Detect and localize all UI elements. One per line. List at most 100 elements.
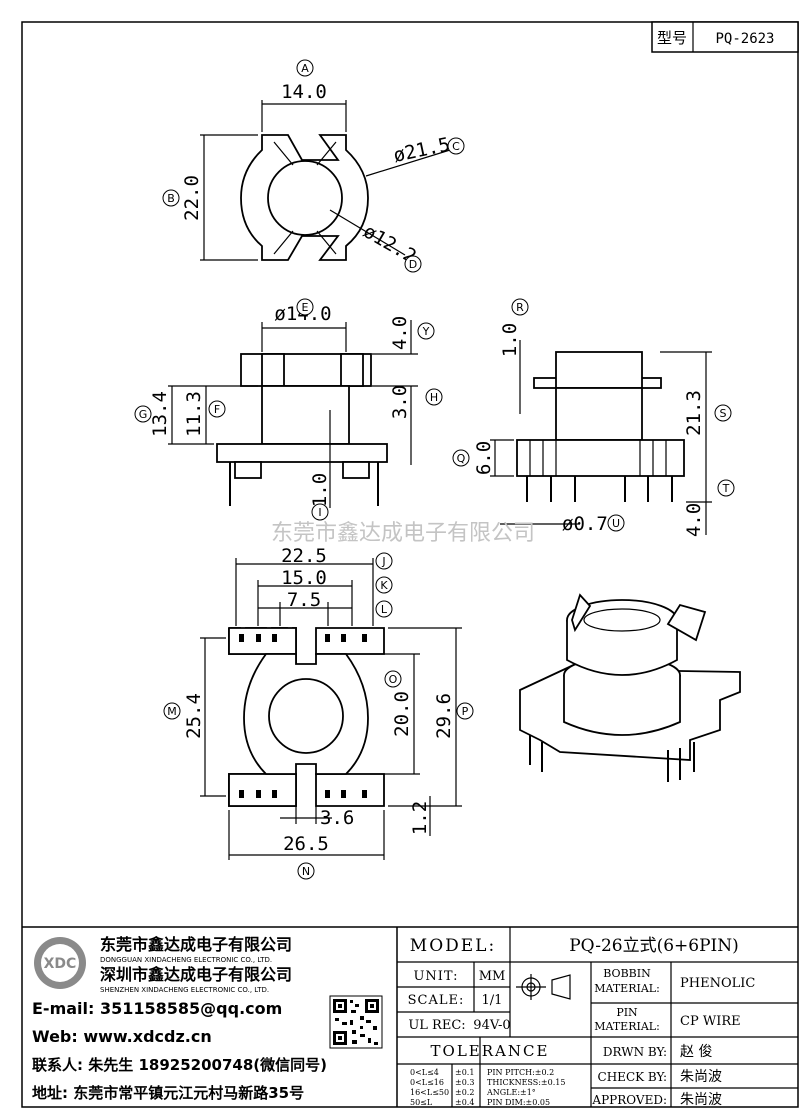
balloon-label-U: U [612, 517, 620, 530]
title-block: XDC 东莞市鑫达成电子有限公司 DONGGUAN XINDACHENG ELE… [22, 926, 798, 1108]
front-view: ø14.0 4.0 3.0 13.4 11.3 1.0 [149, 303, 418, 508]
dim-J: 22.5 [281, 545, 327, 567]
tolerance-cell: 16<L≤50 [410, 1088, 449, 1097]
dim-Y: 4.0 [389, 316, 411, 350]
balloon-J [375, 552, 393, 570]
dim-R: 1.0 [499, 323, 521, 357]
company-name-sz-en: SHENZHEN XINDACHENG ELECTRONIC CO., LTD. [100, 986, 269, 994]
balloon-label-F: F [214, 403, 220, 416]
sheet-border [21, 21, 799, 1108]
type-label: 型号 [657, 29, 687, 47]
balloon-label-O: O [389, 673, 398, 686]
dim-bottom-12: 1.2 [409, 801, 431, 835]
balloon-Q [452, 449, 470, 467]
dim-G: 13.4 [149, 391, 171, 437]
tolerance-cell: 0<L≤16 [410, 1078, 444, 1087]
drwn-label: DRWN BY: [603, 1045, 667, 1059]
company-name-dg-en: DONGGUAN XINDACHENG ELECTRONIC CO., LTD. [100, 956, 272, 964]
balloon-C [447, 137, 465, 155]
isometric-view [519, 593, 741, 782]
tolerance-cell: ANGLE:±1° [486, 1088, 536, 1097]
balloon-label-N: N [302, 865, 310, 878]
tolerance-cell: ±0.2 [455, 1088, 474, 1097]
company-name-dg: 东莞市鑫达成电子有限公司 [100, 935, 292, 954]
balloon-label-S: S [720, 407, 727, 420]
tolerance-cell: ±0.4 [455, 1098, 474, 1107]
balloon-I [311, 503, 329, 521]
dim-F: 11.3 [183, 391, 205, 437]
dim-L: 7.5 [287, 589, 321, 611]
tolerance-cell: THICKNESS:±0.15 [487, 1078, 565, 1087]
balloon-A [296, 59, 314, 77]
balloon-label-T: T [722, 482, 730, 495]
dim-B: 22.0 [181, 175, 203, 221]
ulrec-label: UL REC: [408, 1018, 465, 1033]
company-logo: XDC [34, 937, 86, 989]
dim-S: 21.3 [683, 390, 705, 436]
company-email: E-mail: 351158585@qq.com [32, 999, 282, 1018]
scale-value: 1/1 [482, 993, 503, 1008]
model-value: PQ-26立式(6+6PIN) [569, 936, 739, 956]
svg-text:XDC: XDC [44, 956, 77, 972]
top-view-bore [267, 160, 343, 236]
balloon-T [717, 479, 735, 497]
model-label: MODEL: [410, 936, 496, 956]
balloon-B [162, 189, 180, 207]
tolerance-cell: PIN PITCH:±0.2 [487, 1068, 554, 1077]
balloon-label-L: L [381, 603, 388, 616]
approved-value: 朱尚波 [680, 1092, 722, 1108]
dim-Q: 6.0 [473, 441, 495, 475]
approved-label: APPROVED: [591, 1093, 667, 1107]
unit-value: MM [479, 969, 506, 984]
balloon-label-H: H [430, 391, 438, 404]
side-view: 1.0 21.3 4.0 6.0 ø0.7 [473, 323, 712, 537]
bobbin-label-2: MATERIAL: [594, 982, 660, 995]
tolerance-cell: PIN DIM:±0.05 [487, 1098, 550, 1107]
balloon-label-B: B [167, 192, 175, 205]
dim-bottom-36: 3.6 [320, 807, 354, 829]
dim-A: 14.0 [281, 81, 327, 103]
dim-T: 4.0 [683, 503, 705, 537]
dim-O: 20.0 [391, 691, 413, 737]
tolerance-cell: ±0.1 [455, 1068, 474, 1077]
bobbin-value: PHENOLIC [680, 976, 755, 991]
balloon-D [404, 255, 422, 273]
balloon-M [163, 702, 181, 720]
dim-P: 29.6 [433, 693, 455, 739]
balloon-label-C: C [452, 140, 460, 153]
company-address: 地址: 东莞市常平镇元江元村马新路35号 [32, 1084, 304, 1102]
balloon-label-A: A [301, 62, 309, 75]
balloon-K [375, 576, 393, 594]
balloon-label-K: K [380, 579, 388, 592]
balloon-label-R: R [516, 301, 524, 314]
company-contact: 联系人: 朱先生 18925200748(微信同号) [32, 1056, 327, 1074]
balloon-N [297, 862, 315, 880]
tolerance-cell: 50≤L [410, 1098, 433, 1107]
balloon-label-Y: Y [422, 325, 430, 338]
balloon-label-Q: Q [457, 452, 466, 465]
balloon-E [296, 298, 314, 316]
balloon-S [714, 404, 732, 422]
ulrec-value: 94V-0 [473, 1018, 510, 1033]
balloon-label-D: D [409, 258, 417, 271]
balloon-label-J: J [381, 555, 385, 568]
model-header: 型号 PQ-2623 [651, 21, 799, 53]
watermark: 东莞市鑫达成电子有限公司 [271, 521, 535, 546]
balloon-L [375, 600, 393, 618]
balloon-F [208, 400, 226, 418]
dim-U: ø0.7 [562, 513, 608, 535]
balloon-U [607, 514, 625, 532]
scale-label: SCALE: [408, 993, 465, 1008]
pin-label-1: PIN [616, 1006, 638, 1019]
check-value: 朱尚波 [680, 1069, 722, 1085]
dim-K: 15.0 [281, 567, 327, 589]
tolerance-cell: ±0.3 [455, 1078, 474, 1087]
projection-symbol [516, 974, 571, 1000]
balloon-G [134, 405, 152, 423]
balloon-R [511, 298, 529, 316]
check-label: CHECK BY: [598, 1070, 667, 1084]
balloon-label-E: E [302, 301, 309, 314]
